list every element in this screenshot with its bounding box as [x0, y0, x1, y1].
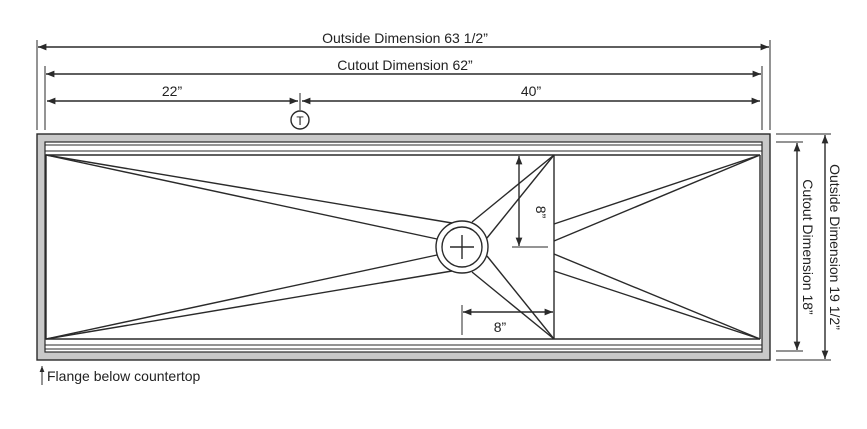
flange-note-label: Flange below countertop: [47, 368, 201, 384]
flange-note: Flange below countertop: [39, 366, 201, 385]
cutout-depth-label: Cutout Dimension 18”: [800, 179, 816, 315]
outside-width-dimension: Outside Dimension 63 1/2”: [36, 30, 771, 130]
outside-depth-label: Outside Dimension 19 1/2”: [827, 164, 843, 330]
drain-vertical-label: 8”: [533, 206, 549, 219]
tap-offset-dimension: 22” 40” T: [47, 83, 760, 130]
slope-lines: [45, 154, 761, 340]
cutout-width-label: Cutout Dimension 62”: [337, 57, 473, 73]
tap-marker-icon: [290, 110, 310, 130]
tap-marker-label: T: [296, 114, 304, 128]
outside-width-label: Outside Dimension 63 1/2”: [322, 30, 488, 46]
drain-horizontal-label: 8”: [494, 319, 507, 335]
outside-depth-dimension: Outside Dimension 19 1/2”: [776, 133, 843, 361]
cutout-depth-dimension: Cutout Dimension 18”: [776, 141, 816, 352]
drain-icon: [435, 220, 489, 274]
drain-horizontal-dimension: 8”: [461, 305, 553, 335]
left-offset-label: 22”: [162, 83, 183, 99]
sink-outline: [36, 133, 771, 361]
drain-vertical-dimension: 8”: [512, 156, 549, 248]
right-offset-label: 40”: [521, 83, 542, 99]
cutout-width-dimension: Cutout Dimension 62”: [44, 57, 763, 130]
